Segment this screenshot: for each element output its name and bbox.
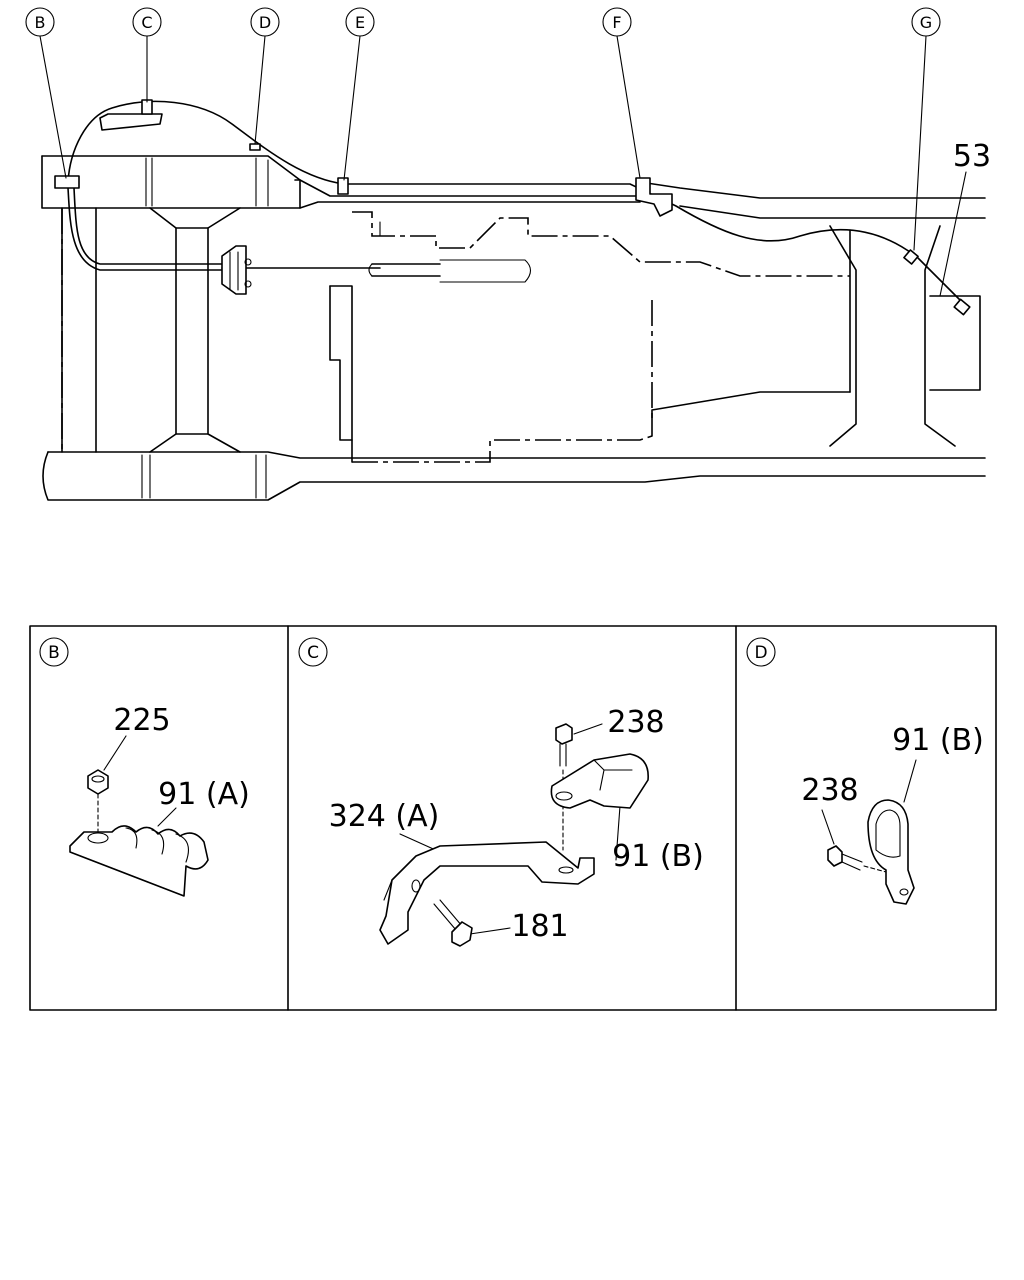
callout-G: G xyxy=(911,7,941,37)
lower-frame-rail xyxy=(42,451,986,501)
panel-D-part-91B: 91 (B) xyxy=(892,723,984,758)
callout-leaders xyxy=(39,35,967,297)
callout-D: D xyxy=(250,7,280,37)
panel-D-part-238: 238 xyxy=(801,773,858,808)
transmission-body xyxy=(329,211,981,463)
callout-C: C xyxy=(132,7,162,37)
chassis-overview: B C D E F G 53 xyxy=(25,7,991,501)
callout-F-label: F xyxy=(612,13,621,32)
callout-D-label: D xyxy=(259,13,271,32)
callout-E-label: E xyxy=(355,13,365,32)
panel-B-id: B xyxy=(48,643,60,663)
callout-B: B xyxy=(25,7,55,37)
callout-G-label: G xyxy=(920,13,932,32)
panel-C-id: C xyxy=(307,643,319,663)
panel-B-part-91A: 91 (A) xyxy=(158,777,250,812)
detail-panels: B 225 91 (A) C 238 324 (A) 91 (B) 181 xyxy=(29,625,997,1011)
brake-cable xyxy=(54,99,971,316)
panel-B-part-225: 225 xyxy=(113,703,170,738)
detail-panel-D: D 91 (B) 238 xyxy=(746,637,984,905)
detail-panel-C: C 238 324 (A) 91 (B) 181 xyxy=(298,637,704,947)
part-label-53: 53 xyxy=(953,139,991,174)
panel-C-part-181: 181 xyxy=(511,909,568,944)
panel-C-part-238: 238 xyxy=(607,705,664,740)
callout-B-label: B xyxy=(35,13,46,32)
callout-C-label: C xyxy=(141,13,152,32)
panel-D-id: D xyxy=(754,643,767,663)
frame-crossmember xyxy=(61,207,241,453)
callout-E: E xyxy=(345,7,375,37)
panel-C-part-91B: 91 (B) xyxy=(612,839,704,874)
callout-F: F xyxy=(602,7,632,37)
upper-frame-rail xyxy=(41,155,986,219)
panel-C-part-324A: 324 (A) xyxy=(329,799,440,834)
detail-panel-B: B 225 91 (A) xyxy=(39,637,250,897)
